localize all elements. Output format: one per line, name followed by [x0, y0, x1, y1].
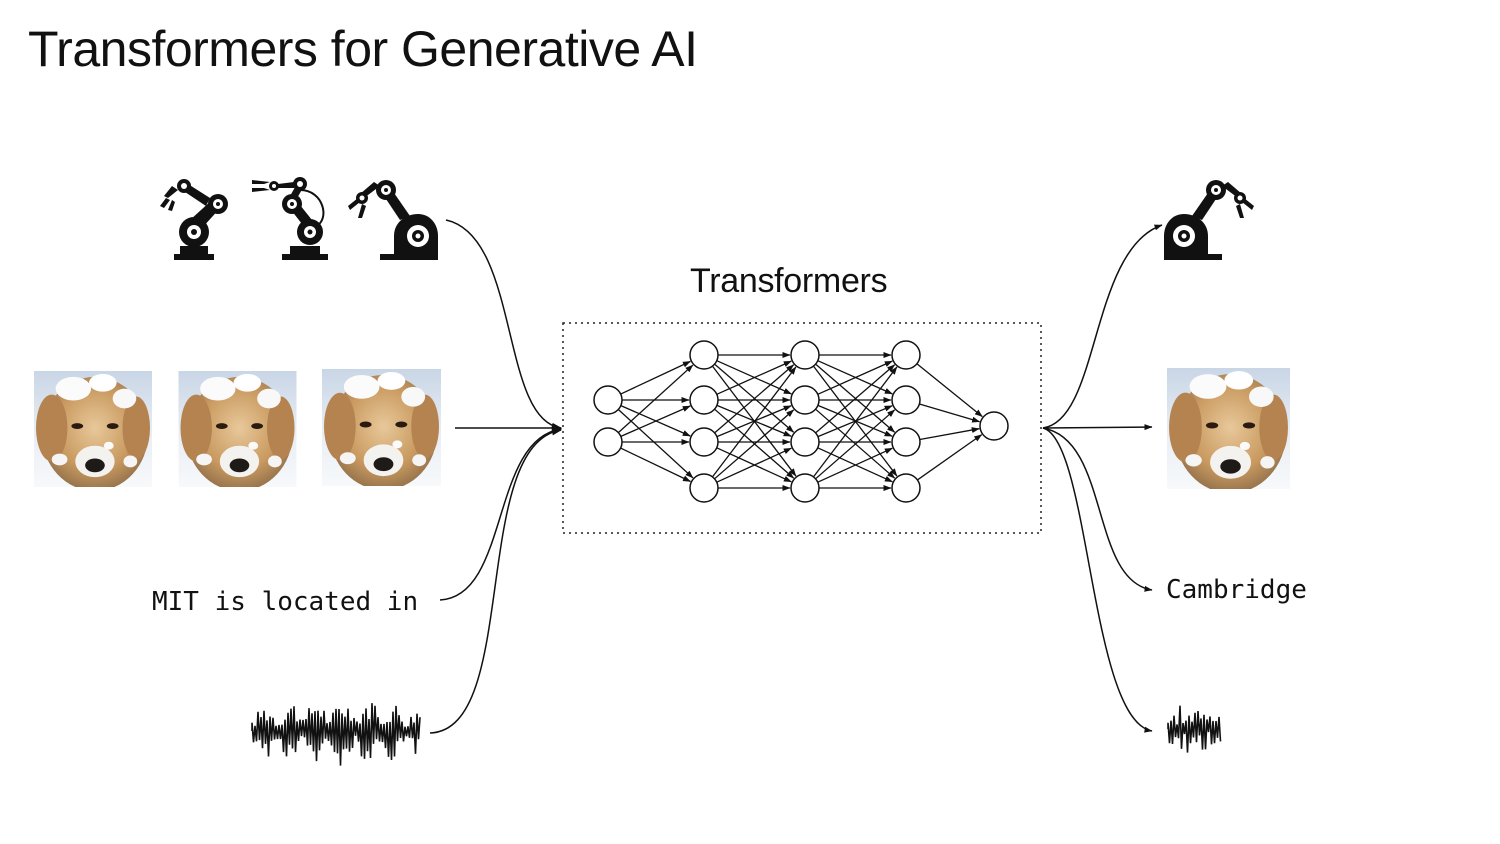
output-text-completion: Cambridge — [1166, 575, 1307, 605]
waveform-trace — [1167, 705, 1222, 753]
network-node — [790, 340, 820, 370]
network-node — [891, 385, 921, 415]
arrow-net-to-text — [1042, 427, 1153, 592]
network-node — [891, 473, 921, 503]
arrow-robot-to-net — [445, 219, 562, 431]
robot-arm-icon — [348, 180, 438, 260]
network-node — [593, 427, 623, 457]
arrow-audio-to-net — [429, 427, 562, 734]
network-edge — [812, 366, 898, 478]
puppy-frame-3 — [322, 369, 441, 486]
network-edge — [817, 360, 893, 395]
network-edge — [711, 366, 797, 478]
network-edge — [620, 405, 691, 437]
network-edge — [815, 409, 896, 480]
arrow-net-to-audio — [1042, 427, 1153, 733]
slide-title: Transformers for Generative AI — [28, 21, 698, 77]
network-node — [891, 340, 921, 370]
network-node — [689, 385, 719, 415]
network-edge — [716, 447, 792, 483]
network-node — [790, 427, 820, 457]
network-edge — [617, 364, 694, 434]
network-edge — [817, 447, 893, 483]
network-node — [790, 385, 820, 415]
network-edge — [919, 403, 981, 423]
network-node — [891, 427, 921, 457]
arrow-net-to-robot — [1042, 224, 1163, 429]
puppy-output-frame — [1166, 368, 1291, 489]
network-edge — [620, 360, 691, 395]
network-edge — [716, 360, 792, 395]
audio-waveform-icon — [251, 703, 421, 766]
input-text-prompt: MIT is located in — [152, 587, 419, 617]
network-node — [689, 427, 719, 457]
transformers-box — [562, 322, 1042, 534]
puppy-frame-1 — [34, 371, 152, 487]
network-edge — [714, 364, 795, 434]
robot-arm-icon — [160, 179, 228, 260]
network-edge — [916, 363, 983, 418]
network-edge — [815, 364, 896, 434]
network-edge — [917, 434, 983, 481]
arrow-text-to-net — [439, 426, 562, 601]
waveform-trace — [251, 703, 421, 766]
network-edge — [620, 447, 691, 483]
puppy-frame-2 — [178, 371, 297, 487]
network-edge — [617, 408, 694, 479]
network-node — [689, 340, 719, 370]
network-node — [689, 473, 719, 503]
network-node — [979, 411, 1009, 441]
audio-waveform-output-icon — [1167, 705, 1222, 753]
network-edge — [919, 427, 980, 441]
robot-arm-output-icon — [1164, 180, 1254, 260]
network-node — [593, 385, 623, 415]
network-node — [790, 473, 820, 503]
robot-arm-icon — [251, 176, 329, 261]
network-edge — [714, 409, 795, 480]
neural-network — [593, 340, 1009, 503]
arrow-net-to-puppy — [1042, 424, 1153, 431]
transformers-label: Transformers — [690, 262, 888, 300]
